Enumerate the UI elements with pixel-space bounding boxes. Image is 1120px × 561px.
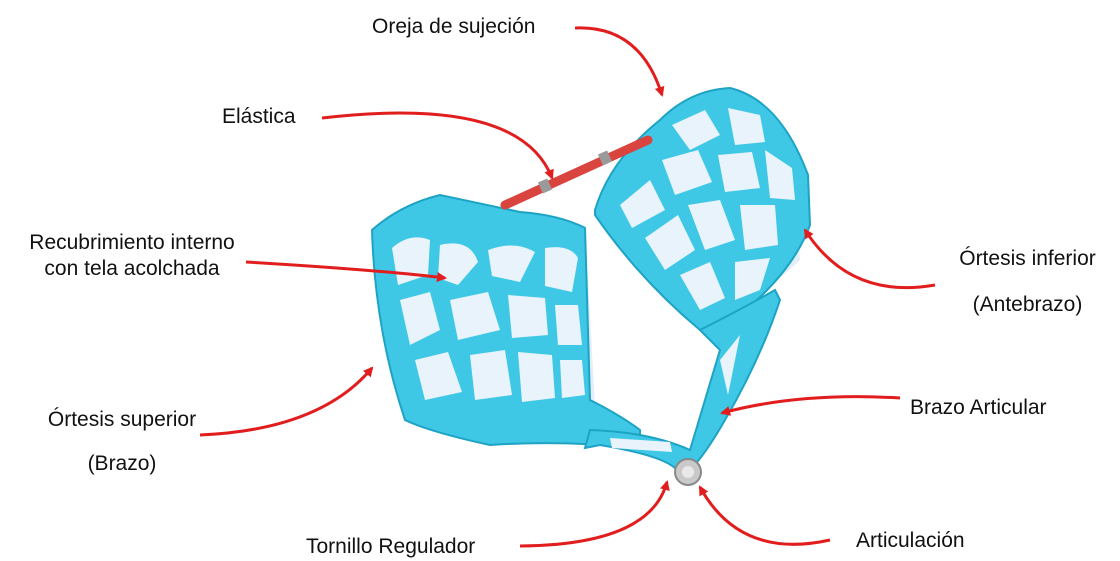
label-recubrimiento-line2: con tela acolchada (8, 256, 256, 282)
label-tornillo: Tornillo Regulador (306, 534, 475, 560)
label-recubrimiento-line1: Recubrimiento interno (8, 230, 256, 256)
label-ortesis-superior-line1: Órtesis superior (32, 398, 212, 442)
label-brazo-articular: Brazo Articular (910, 395, 1047, 421)
label-ortesis-inferior: Órtesis inferior (Antebrazo) (940, 236, 1115, 328)
articular-arm (585, 290, 780, 470)
regulating-screw (675, 459, 701, 485)
arrow-ortesis-superior (200, 368, 372, 435)
label-ortesis-superior: Órtesis superior (Brazo) (32, 398, 212, 486)
upper-orthosis (372, 195, 640, 448)
label-oreja: Oreja de sujeción (372, 14, 535, 40)
arrow-elastica (322, 113, 552, 178)
arrow-oreja (575, 28, 662, 95)
arrow-brazo-articular (722, 397, 900, 413)
label-ortesis-superior-line2: (Brazo) (32, 442, 212, 486)
label-recubrimiento: Recubrimiento interno con tela acolchada (8, 230, 256, 282)
arrow-articulacion (700, 487, 830, 544)
label-articulacion: Articulación (856, 528, 965, 554)
label-ortesis-inferior-line1: Órtesis inferior (940, 236, 1115, 282)
arrow-ortesis-inferior (805, 230, 935, 288)
arrow-tornillo (520, 482, 667, 546)
label-ortesis-inferior-line2: (Antebrazo) (940, 282, 1115, 328)
label-elastica: Elástica (222, 104, 296, 130)
